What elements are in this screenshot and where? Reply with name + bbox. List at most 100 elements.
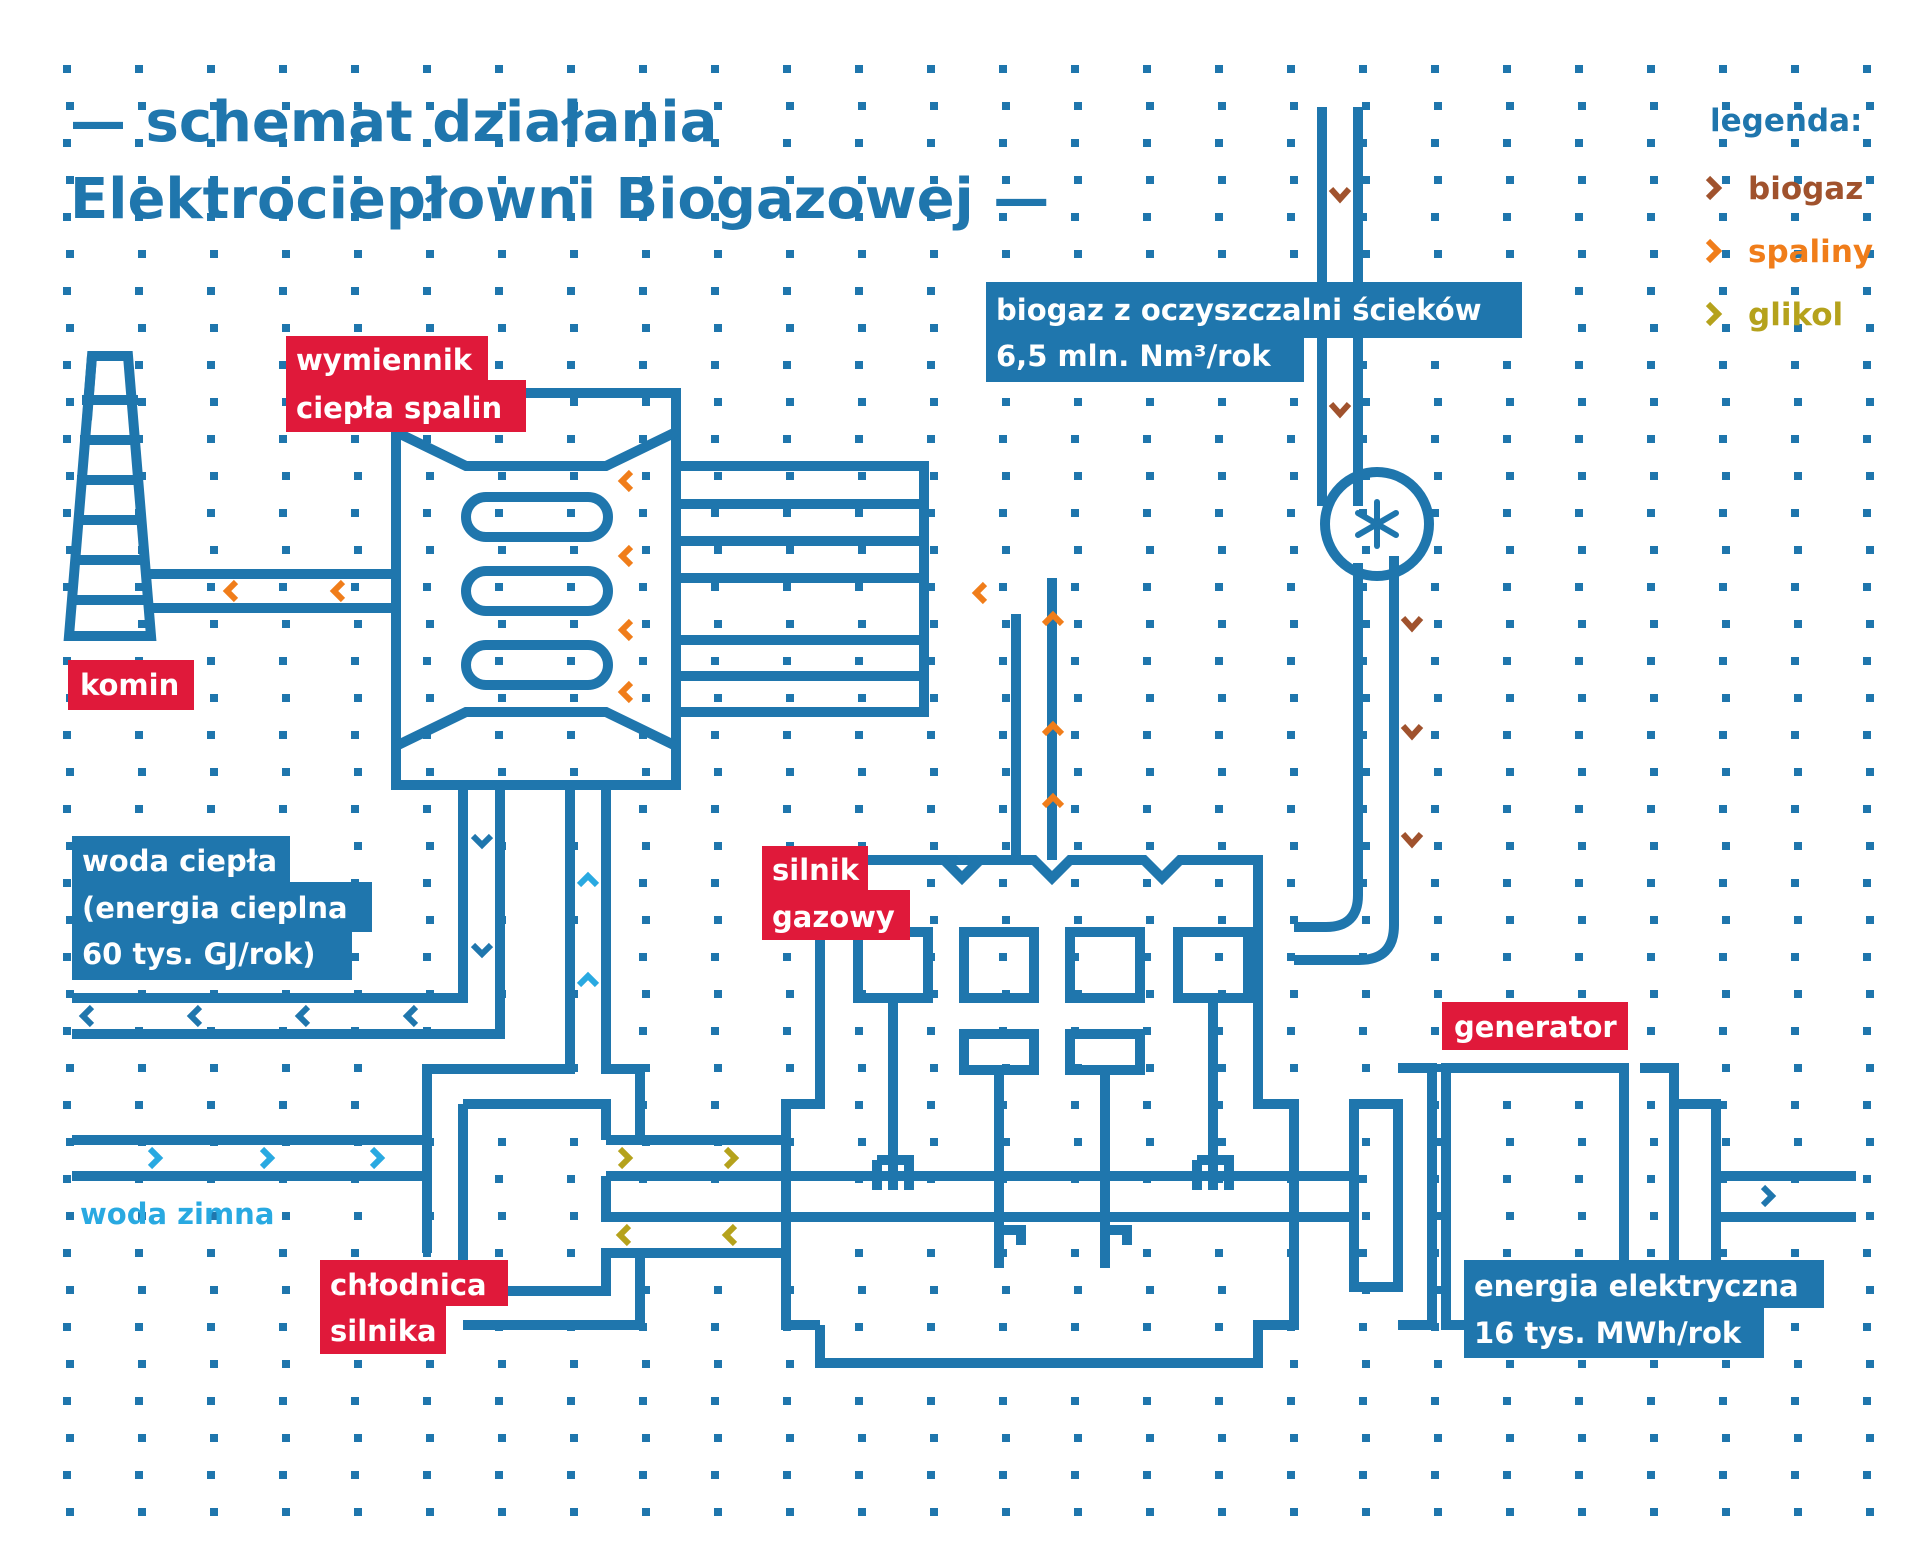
grid-dot — [495, 583, 503, 591]
grid-dot — [783, 953, 791, 961]
grid-dot — [858, 1508, 866, 1516]
grid-dot — [1575, 657, 1583, 665]
grid-dot — [855, 139, 863, 147]
grid-dot — [138, 398, 146, 406]
grid-dot — [426, 1434, 434, 1442]
grid-dot — [1722, 842, 1730, 850]
grid-dot — [999, 879, 1007, 887]
grid-dot — [1362, 1212, 1370, 1220]
grid-dot — [207, 805, 215, 813]
grid-dot — [570, 324, 578, 332]
grid-dot — [1575, 361, 1583, 369]
grid-dot — [1431, 1471, 1439, 1479]
grid-dot — [714, 176, 722, 184]
grid-dot — [426, 694, 434, 702]
power-arrow — [1760, 1184, 1777, 1208]
grid-dot — [498, 694, 506, 702]
grid-dot — [495, 1175, 503, 1183]
grid-dot — [783, 805, 791, 813]
grid-dot — [1431, 953, 1439, 961]
grid-dot — [783, 1027, 791, 1035]
grid-dot — [1071, 731, 1079, 739]
grid-dot — [207, 361, 215, 369]
grid-dot — [1647, 1471, 1655, 1479]
grid-dot — [1866, 1138, 1874, 1146]
label-warm-water-line-1: woda ciepła — [82, 844, 277, 878]
grid-dot — [1722, 102, 1730, 110]
grid-dot — [858, 546, 866, 554]
grid-dot — [642, 1286, 650, 1294]
grid-dot — [711, 287, 719, 295]
grid-dot — [855, 805, 863, 813]
flow-arrows — [78, 186, 1777, 1247]
grid-dot — [1146, 102, 1154, 110]
grid-dot — [207, 731, 215, 739]
grid-dot — [354, 1360, 362, 1368]
grid-dot — [1002, 546, 1010, 554]
grid-dot — [642, 916, 650, 924]
grid-dot — [1215, 1471, 1223, 1479]
grid-dot — [1719, 953, 1727, 961]
grid-dot — [1290, 1508, 1298, 1516]
grid-dot — [639, 805, 647, 813]
legend-biogas: biogaz — [1748, 171, 1863, 207]
grid-dot — [423, 657, 431, 665]
grid-dot — [279, 731, 287, 739]
grid-dot — [1578, 1360, 1586, 1368]
grid-dot — [1002, 768, 1010, 776]
grid-dot — [1362, 250, 1370, 258]
grid-dot — [66, 842, 74, 850]
grid-dot — [1650, 842, 1658, 850]
grid-dot — [1362, 916, 1370, 924]
grid-dot — [711, 1323, 719, 1331]
grid-dot — [1794, 620, 1802, 628]
cooler-feed-pipe — [422, 785, 645, 1253]
grid-dot — [63, 879, 71, 887]
grid-dot — [63, 953, 71, 961]
grid-dot — [1650, 1138, 1658, 1146]
grid-dot — [1719, 139, 1727, 147]
grid-dot — [1074, 842, 1082, 850]
grid-dot — [999, 1397, 1007, 1405]
grid-dot — [570, 102, 578, 110]
grid-dot — [282, 1434, 290, 1442]
grid-dot — [63, 1323, 71, 1331]
grid-dot — [714, 1360, 722, 1368]
grid-dot — [786, 546, 794, 554]
grid-dot — [1434, 472, 1442, 480]
grid-dot — [210, 176, 218, 184]
grid-dot — [999, 953, 1007, 961]
label-gas-engine-line-1: silnik — [772, 853, 860, 887]
grid-dot — [426, 916, 434, 924]
grid-dot — [1143, 435, 1151, 443]
grid-dot — [1791, 213, 1799, 221]
grid-dot — [1794, 398, 1802, 406]
grid-dot — [1647, 731, 1655, 739]
grid-dot — [567, 657, 575, 665]
grid-dot — [927, 805, 935, 813]
grid-dot — [1722, 990, 1730, 998]
grid-dot — [1218, 1138, 1226, 1146]
grid-dot — [1650, 990, 1658, 998]
grid-dot — [927, 583, 935, 591]
grid-dot — [567, 287, 575, 295]
grid-dot — [1431, 65, 1439, 73]
grid-dot — [498, 1212, 506, 1220]
grid-dot — [66, 176, 74, 184]
grid-dot — [1431, 435, 1439, 443]
grid-dot — [1794, 1434, 1802, 1442]
grid-dot — [567, 731, 575, 739]
grid-dot — [1503, 1397, 1511, 1405]
grid-dot — [1647, 1249, 1655, 1257]
grid-dot — [1290, 694, 1298, 702]
grid-dot — [282, 102, 290, 110]
grid-dot — [1794, 1064, 1802, 1072]
grid-dot — [1290, 990, 1298, 998]
grid-dot — [210, 1434, 218, 1442]
grid-dot — [858, 1434, 866, 1442]
grid-dot — [1002, 694, 1010, 702]
grid-dot — [639, 65, 647, 73]
grid-dot — [1287, 435, 1295, 443]
grid-dot — [423, 879, 431, 887]
grid-dot — [1647, 657, 1655, 665]
